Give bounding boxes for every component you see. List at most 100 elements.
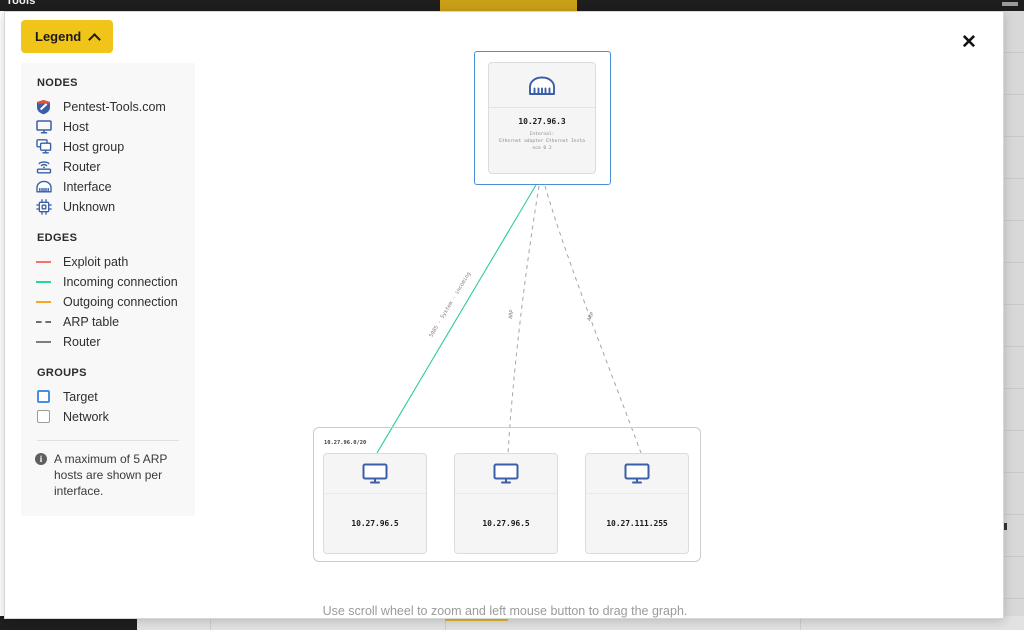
legend-item-interface[interactable]: Interface	[35, 177, 181, 196]
legend-section-title: GROUPS	[37, 367, 87, 379]
background-row	[1000, 221, 1024, 263]
edge-incoming-connection	[376, 184, 537, 454]
network-graph-canvas[interactable]: 5985 - System - incoming ARP ARP 10.27.9…	[5, 12, 1003, 618]
monitor-group-icon	[35, 138, 52, 155]
network-graph-modal: ✕ 5985 - System - incoming ARP ARP	[4, 11, 1004, 619]
legend-item-exploit-path[interactable]: Exploit path	[35, 252, 181, 271]
node-interface-text: 10.27.96.3 Internal: Ethernet adapter Et…	[489, 108, 595, 173]
legend-item-arp-table[interactable]: ARP table	[35, 312, 181, 331]
legend-item-label: Incoming connection	[63, 274, 178, 289]
node-host-ip: 10.27.96.5	[351, 519, 399, 528]
background-divider	[210, 616, 211, 630]
legend-item-outgoing-connection[interactable]: Outgoing connection	[35, 292, 181, 311]
shield-icon	[35, 98, 52, 115]
node-host-text: 10.27.111.255	[586, 494, 688, 553]
chevron-up-icon	[90, 34, 99, 40]
info-icon: i	[35, 453, 47, 465]
close-icon[interactable]: ✕	[961, 31, 977, 53]
os-titlebar: Tools	[0, 0, 1024, 11]
background-row	[1000, 11, 1024, 53]
legend-item-label: Outgoing connection	[63, 294, 178, 309]
legend-section-edges: EDGES Exploit path Incoming connection O…	[35, 232, 181, 351]
legend-item-unknown[interactable]: Unknown	[35, 197, 181, 216]
graph-edges	[376, 184, 642, 454]
legend-item-router[interactable]: Router	[35, 157, 181, 176]
background-row	[1000, 137, 1024, 179]
background-row	[1000, 347, 1024, 389]
background-row	[1000, 515, 1024, 557]
background-row	[1000, 305, 1024, 347]
legend-section-title: EDGES	[37, 232, 78, 244]
node-host-ip: 10.27.96.5	[482, 519, 530, 528]
legend-item-network[interactable]: Network	[35, 407, 181, 426]
background-divider	[445, 616, 446, 630]
line-solid-icon	[35, 333, 52, 350]
node-interface-sub-2: Ethernet adapter Ethernet Insta	[499, 139, 585, 145]
group-network[interactable]	[313, 427, 701, 562]
group-network-label: 10.27.96.0/20	[324, 440, 367, 446]
os-titlebar-accent	[440, 0, 577, 11]
edge-arp-1	[507, 185, 540, 454]
monitor-icon	[455, 454, 557, 494]
node-host[interactable]: 10.27.96.5	[323, 453, 427, 554]
background-row	[1000, 389, 1024, 431]
window-minimize-icon[interactable]	[1002, 2, 1018, 6]
legend-item-label: Target	[63, 389, 98, 404]
legend-item-label: Host	[63, 119, 89, 134]
background-bottom-dark	[0, 616, 137, 630]
ethernet-port-icon	[35, 178, 52, 195]
node-interface[interactable]: 10.27.96.3 Internal: Ethernet adapter Et…	[488, 62, 596, 174]
edge-arp-2	[544, 185, 642, 454]
background-row	[1000, 95, 1024, 137]
legend-item-label: Exploit path	[63, 254, 129, 269]
legend-item-host[interactable]: Host	[35, 117, 181, 136]
ethernet-port-icon	[489, 63, 595, 108]
background-row	[1000, 263, 1024, 305]
legend-divider	[37, 440, 179, 441]
chip-icon	[35, 198, 52, 215]
monitor-icon	[586, 454, 688, 494]
legend-panel-wrapper: Legend NODES Pentest-Tools.com	[21, 20, 201, 516]
legend-item-label: ARP table	[63, 314, 120, 329]
router-icon	[35, 158, 52, 175]
node-interface-sub-1: Internal:	[529, 132, 555, 137]
mouse-cursor	[1002, 523, 1007, 530]
legend-item-label: Network	[63, 409, 109, 424]
legend-item-pentest-tools[interactable]: Pentest-Tools.com	[35, 97, 181, 116]
node-host-text: 10.27.96.5	[455, 494, 557, 553]
legend-item-incoming-connection[interactable]: Incoming connection	[35, 272, 181, 291]
legend-item-target[interactable]: Target	[35, 387, 181, 406]
line-solid-icon	[35, 293, 52, 310]
node-interface-subtitle: Internal: Ethernet adapter Ethernet Inst…	[493, 131, 591, 152]
legend-item-label: Router	[63, 159, 101, 174]
legend-toggle-button[interactable]: Legend	[21, 20, 114, 53]
node-interface-ip: 10.27.96.3	[518, 117, 566, 126]
os-titlebar-title: Tools	[6, 0, 36, 7]
background-row	[1000, 557, 1024, 599]
legend-toggle-label: Legend	[35, 29, 82, 44]
background-row	[1000, 53, 1024, 95]
legend-item-label: Host group	[63, 139, 125, 154]
node-interface-sub-3: nce 0 2	[532, 146, 552, 152]
legend-item-router-edge[interactable]: Router	[35, 332, 181, 351]
legend-item-host-group[interactable]: Host group	[35, 137, 181, 156]
legend-item-label: Interface	[63, 179, 112, 194]
line-solid-icon	[35, 253, 52, 270]
node-host-ip: 10.27.111.255	[606, 519, 668, 528]
legend-item-label: Pentest-Tools.com	[63, 99, 166, 114]
node-host[interactable]: 10.27.111.255	[585, 453, 689, 554]
legend-section-groups: GROUPS Target Network	[35, 367, 181, 426]
group-target[interactable]	[474, 51, 611, 185]
legend-item-label: Unknown	[63, 199, 116, 214]
monitor-icon	[35, 118, 52, 135]
square-outline-icon	[35, 408, 52, 425]
square-outline-icon	[35, 388, 52, 405]
node-host-text: 10.27.96.5	[324, 494, 426, 553]
line-solid-icon	[35, 273, 52, 290]
legend-item-label: Router	[63, 334, 101, 349]
node-host[interactable]: 10.27.96.5	[454, 453, 558, 554]
background-row	[1000, 431, 1024, 473]
legend-note: i A maximum of 5 ARP hosts are shown per…	[35, 451, 181, 500]
legend-note-text: A maximum of 5 ARP hosts are shown per i…	[54, 452, 168, 499]
graph-hint-text: Use scroll wheel to zoom and left mouse …	[322, 604, 688, 618]
